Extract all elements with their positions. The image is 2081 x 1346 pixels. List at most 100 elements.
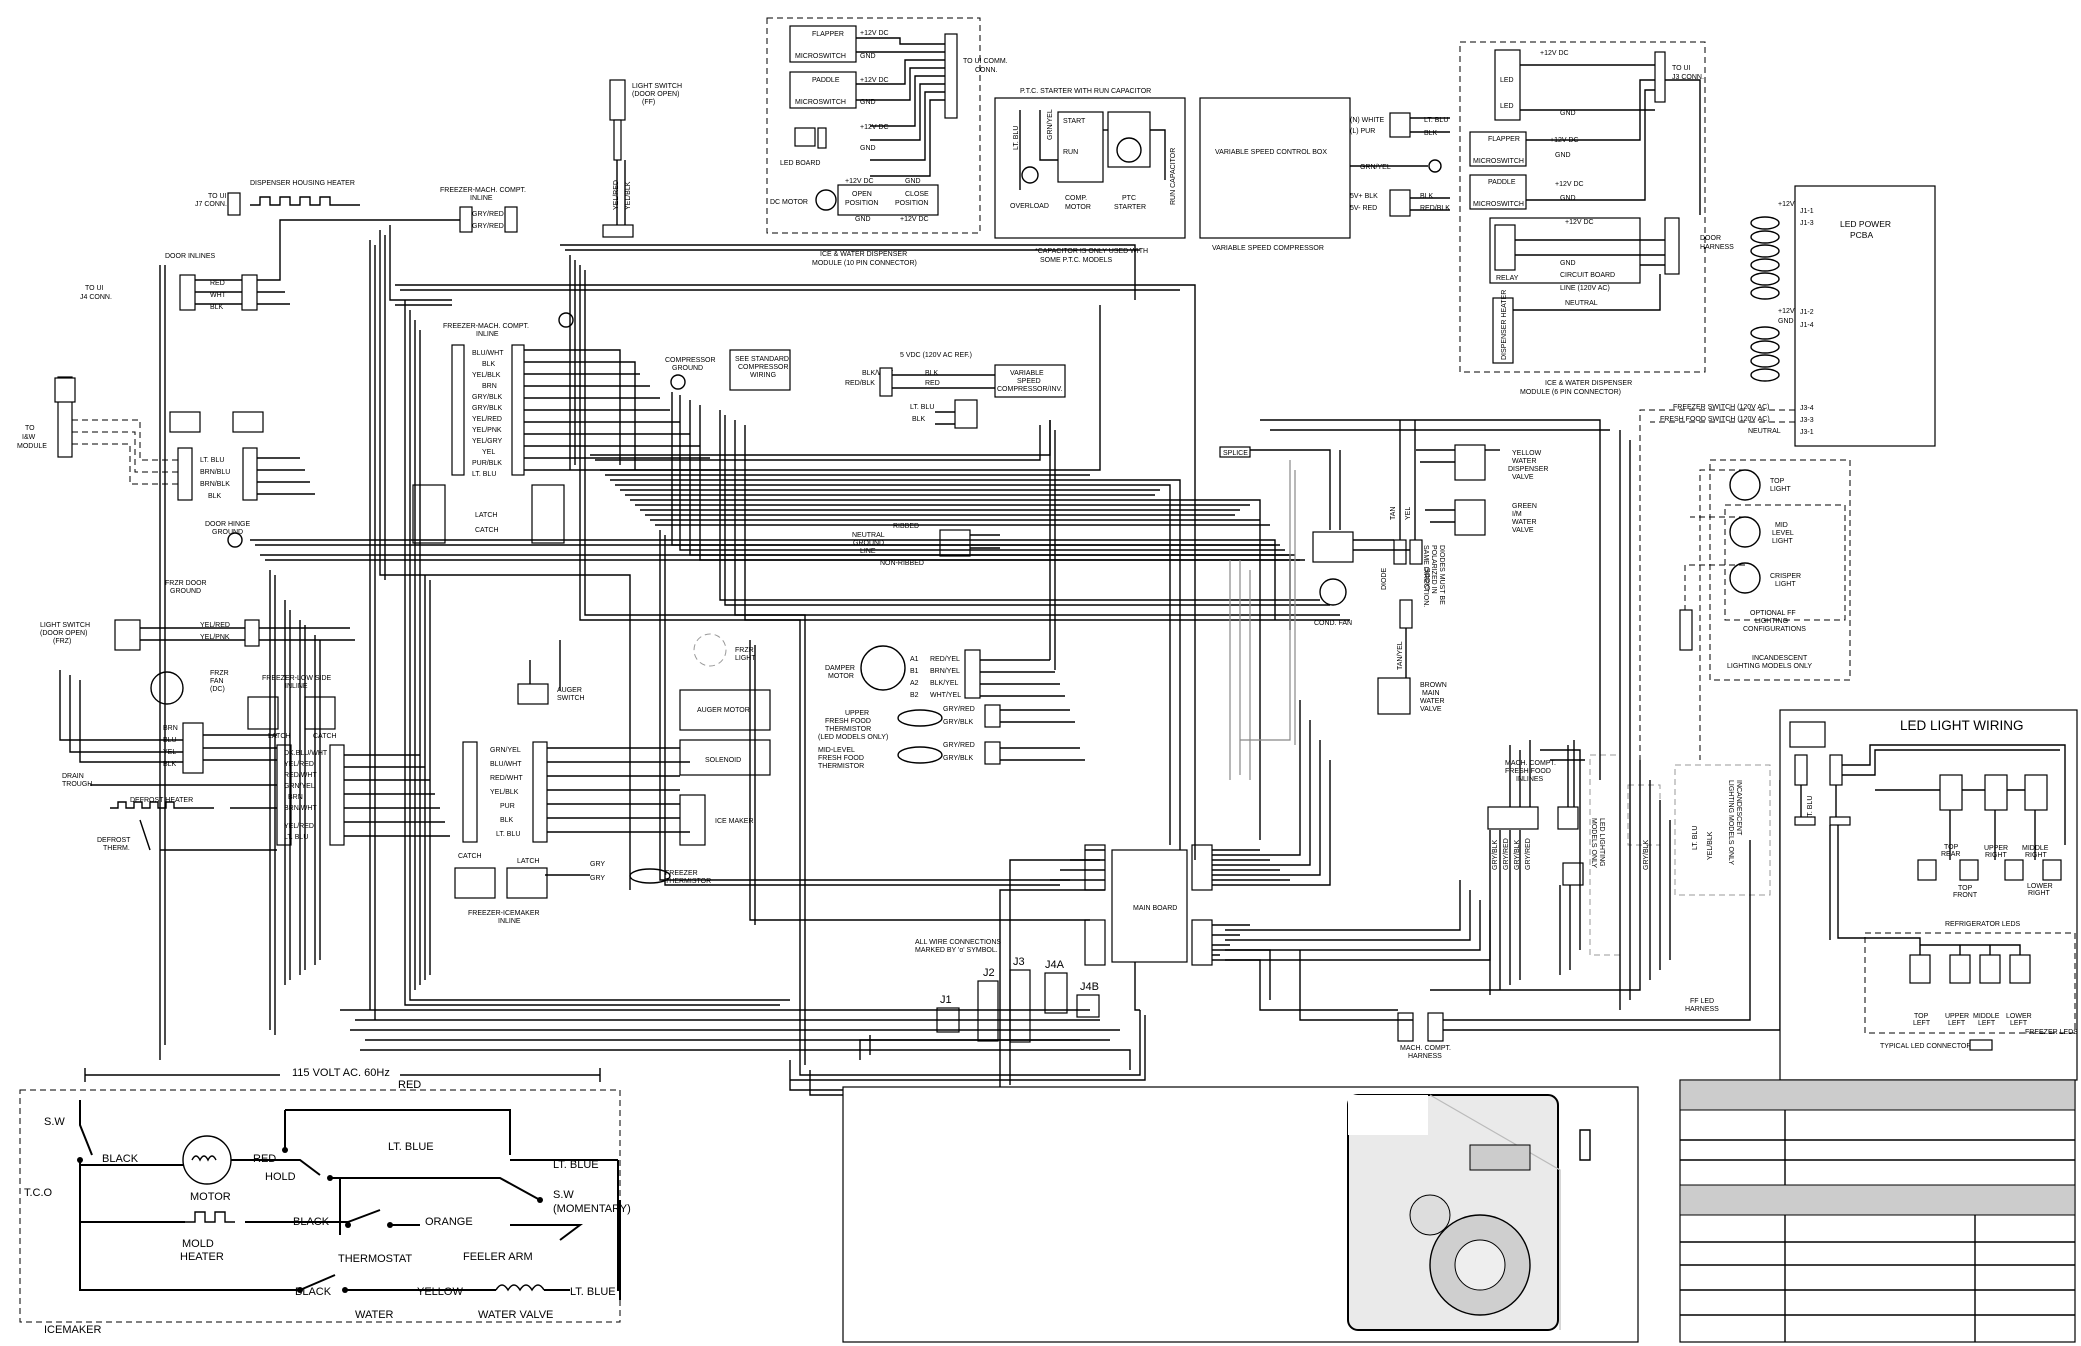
gnd-label-4: GND (905, 178, 921, 185)
six-microswitch: MICROSWITCH (1473, 158, 1524, 165)
left-wht: WHT (210, 292, 227, 299)
right-yel: YEL (1405, 507, 1412, 520)
harness-wires (250, 244, 1671, 1096)
mach-harness-label: MACH. COMPT.HARNESS (1400, 1045, 1451, 1060)
left-red: RED (210, 280, 225, 287)
damper-pin: B2 (910, 692, 919, 699)
light-switch-ff-label: LIGHT SWITCH(DOOR OPEN)(FF) (632, 83, 682, 106)
j2-label: J2 (983, 967, 995, 979)
p12-label-5: +12V DC (900, 216, 929, 223)
dispenser-module-6pin: LED LED +12V DC GND FLAPPER MICROSWITCH … (1459, 41, 1734, 396)
mid-blk-2: BLK (912, 416, 926, 423)
fmc-gry-red-2: GRY/RED (472, 223, 504, 230)
fmc-gry-red: GRY/RED (472, 211, 504, 218)
run-capacitor-label: RUN CAPACITOR (1170, 148, 1177, 205)
neutral-label: NEUTRAL (1565, 300, 1598, 307)
fmc-wire: YEL/PNK (472, 427, 502, 434)
line-label: LINE (120V AC) (1560, 285, 1610, 292)
right-yel-blk: YEL/BLK (1707, 831, 1714, 860)
freezer-leds-label: FREEZER LEDS (2025, 1029, 2078, 1036)
lp-j1-3: J1-3 (1800, 220, 1814, 227)
circuit-board-label: CIRCUIT BOARD (1560, 272, 1615, 279)
vs-blk-2: BLK (1420, 193, 1434, 200)
dispenser-module-10pin: FLAPPER MICROSWITCH PADDLE MICROSWITCH +… (766, 17, 1008, 267)
to-ui-comm-label: TO UI COMM.CONN. (963, 58, 1008, 74)
relay-label: RELAY (1496, 275, 1519, 282)
j1-label: J1 (940, 994, 952, 1006)
icemaker-red-2: RED (398, 1079, 421, 1091)
center-inline: FREEZER-MACH. COMPT.INLINE BLU/WHT BLK Y… (369, 225, 791, 1020)
left-brn: BRN (163, 725, 178, 732)
mid-blk-wht: BLK/WHT (862, 370, 894, 377)
lp-j3-4: J3-4 (1800, 405, 1814, 412)
icemaker-voltage: 115 VOLT AC. 60Hz (292, 1067, 390, 1079)
gnd-label-5: GND (855, 216, 871, 223)
lp-p12-2: +12V (1778, 308, 1795, 315)
damper-pin: A1 (910, 656, 919, 663)
mff-gry-blk: GRY/BLK (943, 755, 974, 762)
icemaker-lt-blue: LT. BLUE (388, 1141, 434, 1153)
fmc-wire: YEL/BLK (472, 372, 501, 379)
background-harness-grey (1229, 460, 1296, 780)
icemaker-orange: ORANGE (425, 1216, 473, 1228)
j3-label: J3 (1013, 956, 1025, 968)
fmc-wire: BLK (482, 361, 496, 368)
variable-speed-control: VARIABLE SPEED CONTROL BOX VARIABLE SPEE… (1199, 97, 1450, 252)
fmc-wire: GRY/BLK (472, 405, 503, 412)
lp-neutral: NEUTRAL (1748, 428, 1781, 435)
right-lt-blu: LT. BLU (1692, 826, 1699, 850)
mid-blk: BLK (925, 370, 939, 377)
icemaker-tco: T.C.O (24, 1187, 53, 1199)
flapper-label: FLAPPER (812, 31, 844, 38)
fim-wire: YEL/BLK (490, 789, 519, 796)
left-blk-3: BLK (163, 761, 177, 768)
dc-motor-label: DC MOTOR (770, 199, 808, 206)
damper-wire: BLK/YEL (930, 680, 959, 687)
gnd-label-3: GND (860, 145, 876, 152)
icemaker-lt-blue-2: LT. BLUE (553, 1159, 599, 1171)
fmc-wire-list: BLU/WHT BLK YEL/BLK BRN GRY/BLK GRY/BLK … (472, 350, 504, 478)
mcff-wire: GRY/BLK (1492, 839, 1499, 870)
non-ribbed-label: NON-RIBBED (880, 560, 924, 567)
microswitch-label-2: MICROSWITCH (795, 99, 846, 106)
comp-motor-label: COMP.MOTOR (1065, 195, 1091, 211)
lp-freezer-switch: FREEZER SWITCH (120V AC) (1673, 404, 1769, 411)
overload-label: OVERLOAD (1010, 203, 1049, 210)
defrost-heater-label: DEFROST HEATER (130, 797, 193, 804)
icemaker-schematic: 115 VOLT AC. 60Hz S.W T.C.O BLACK MOTOR … (19, 1067, 631, 1336)
fim-latch: LATCH (517, 858, 539, 865)
middle-section: 5 VDC (120V AC REF.) BLK/WHT RED/BLK BLK… (790, 352, 1290, 1081)
uff-gry-red: GRY/RED (943, 706, 975, 713)
door-inlines-label: DOOR INLINES (165, 253, 216, 260)
cond-fan-label: COND. FAN (1314, 620, 1352, 627)
six-p12: +12V DC (1540, 50, 1569, 57)
icemaker-water: WATER (355, 1309, 394, 1321)
fim-wire: LT. BLU (496, 831, 520, 838)
left-brn-blk: BRN/BLK (200, 481, 230, 488)
fmc-wire: PUR/BLK (472, 460, 502, 467)
diode-label-2: DIODE (1425, 568, 1432, 591)
icemaker-thermostat: THERMOSTAT (338, 1253, 412, 1265)
main-board-label: MAIN BOARD (1133, 905, 1177, 912)
typical-connector-label: TYPICAL LED CONNECTOR (1880, 1043, 1971, 1050)
